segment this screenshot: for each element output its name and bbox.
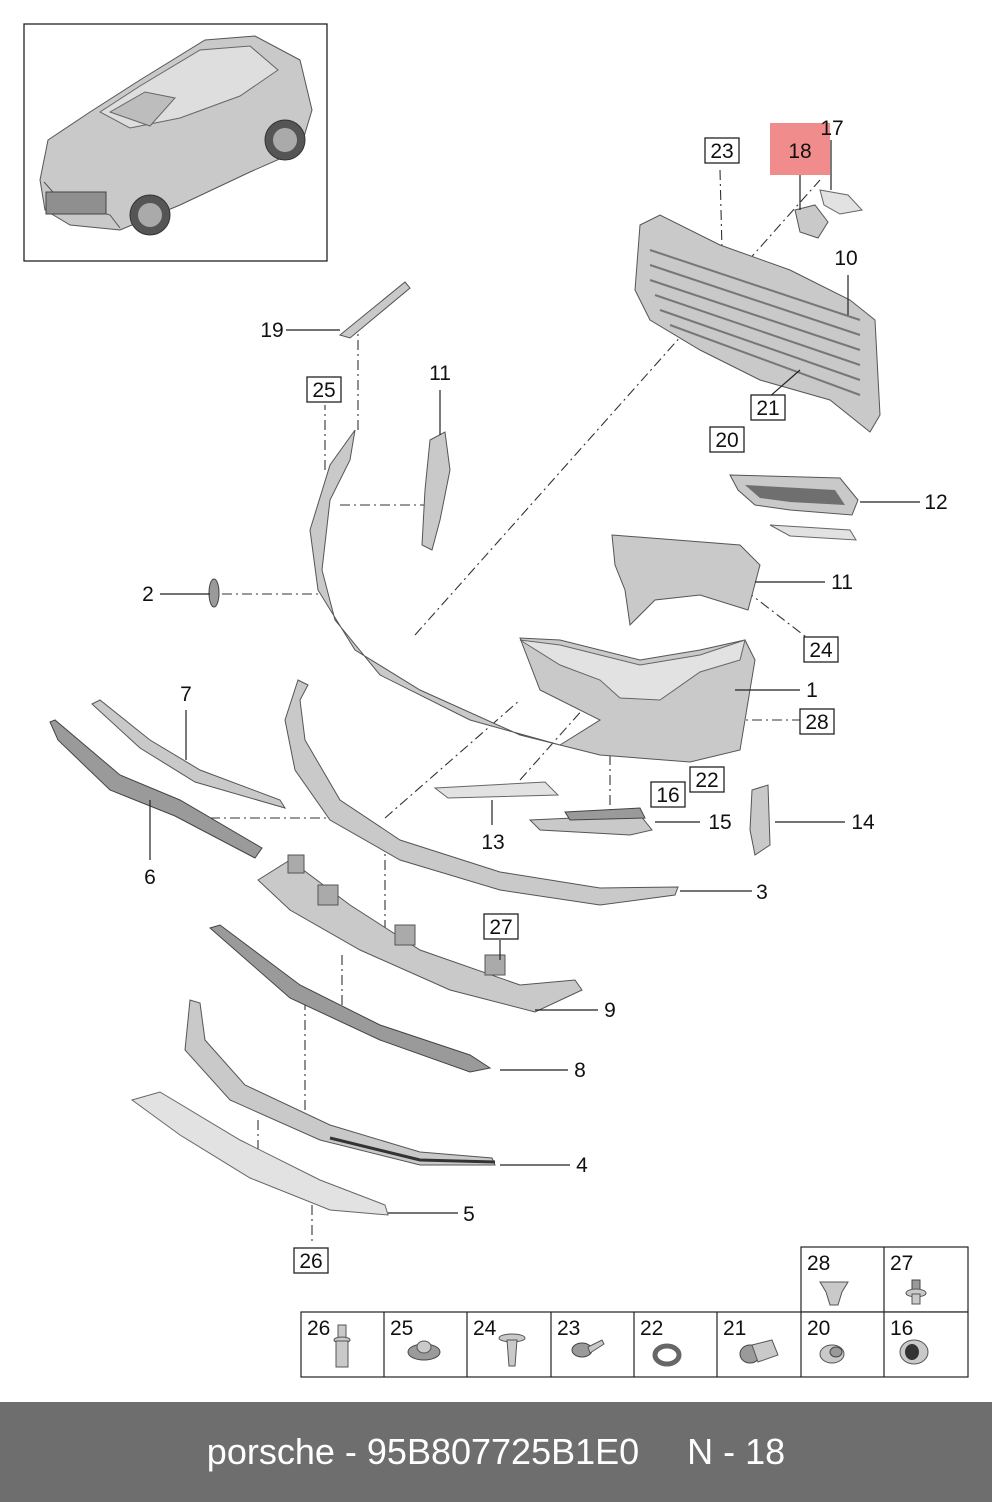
callout-26: 26 (299, 1250, 322, 1273)
callout-7: 7 (180, 683, 192, 706)
legend-label-23: 23 (557, 1317, 580, 1340)
spoiler-3 (284, 679, 679, 906)
expanding-rivet-26-icon (333, 1324, 351, 1368)
callout-20: 20 (715, 429, 738, 452)
fastener-legend: 28 27 26 25 24 23 22 21 20 16 (300, 1246, 969, 1378)
callout-14: 14 (851, 811, 875, 834)
sensor-20-icon (819, 1344, 845, 1364)
trim-strip-19 (338, 281, 411, 339)
legend-label-26: 26 (307, 1317, 330, 1340)
callout-16: 16 (656, 784, 679, 807)
callout-13: 13 (481, 831, 504, 854)
trim-8 (208, 924, 492, 1073)
legend-label-22: 22 (640, 1317, 663, 1340)
push-clip-24-icon (498, 1333, 526, 1367)
fog-surround-12 (729, 474, 859, 541)
callout-1: 1 (806, 679, 818, 702)
side-trim-14 (749, 784, 771, 856)
air-duct-11-right (611, 534, 761, 627)
callout-24: 24 (809, 639, 833, 662)
callout-5: 5 (463, 1203, 475, 1226)
callout-6: 6 (144, 866, 156, 889)
callout-2: 2 (142, 583, 154, 606)
callout-23: 23 (710, 140, 733, 163)
leader-lines (149, 140, 920, 1214)
lower-grille-6 (49, 719, 263, 859)
callout-18-highlight (770, 123, 830, 175)
legend-label-24: 24 (473, 1317, 497, 1340)
callout-labels: 23 18 17 10 19 25 11 21 20 12 2 11 24 1 … (142, 117, 948, 1273)
legend-label-21: 21 (723, 1317, 746, 1340)
radiator-grille (634, 214, 881, 433)
legend-label-27: 27 (890, 1252, 913, 1275)
sensor-21-icon (739, 1339, 779, 1364)
callout-4: 4 (576, 1154, 588, 1177)
callout-27: 27 (489, 916, 512, 939)
screw-23-icon (571, 1339, 605, 1358)
stud-27-icon (905, 1279, 927, 1305)
callout-17: 17 (820, 117, 843, 140)
callout-28: 28 (805, 711, 828, 734)
legend-label-16: 16 (890, 1317, 913, 1340)
callout-19: 19 (260, 319, 283, 342)
callout-12: 12 (924, 491, 947, 514)
callout-11-lower: 11 (831, 571, 853, 594)
vehicle-thumbnail (23, 23, 328, 262)
callout-11-upper: 11 (429, 362, 451, 385)
trim-13 (433, 781, 560, 799)
callout-25: 25 (312, 379, 335, 402)
legend-label-28: 28 (807, 1252, 830, 1275)
boxed-callouts (293, 137, 839, 1274)
air-guide-11-left (421, 431, 451, 551)
grille-bracket-18 (794, 204, 829, 239)
exploded-parts-diagram: 23 18 17 10 19 25 11 21 20 12 2 11 24 1 … (23, 23, 969, 1378)
legend-label-25: 25 (390, 1317, 413, 1340)
part-number-footer: porsche - 95B807725B1E0 N - 18 (0, 1402, 992, 1502)
callout-9: 9 (604, 999, 616, 1022)
callout-21: 21 (756, 397, 779, 420)
diagram-reference: N - 18 (687, 1431, 786, 1472)
underbody-5 (130, 1091, 389, 1216)
callout-22: 22 (695, 769, 718, 792)
callout-3: 3 (756, 881, 768, 904)
clip-28-icon (819, 1281, 849, 1306)
part-number: 95B807725B1E0 (366, 1431, 640, 1472)
callout-18: 18 (788, 140, 811, 163)
trim-7 (91, 699, 287, 809)
nut-25-icon (407, 1340, 441, 1361)
callout-15: 15 (708, 811, 731, 834)
brand-name: porsche (206, 1431, 335, 1472)
grommet-22-icon (652, 1343, 682, 1367)
grille-clip-17 (819, 189, 863, 215)
cap-2 (208, 578, 220, 608)
bumper-cover-1 (309, 429, 756, 763)
footer-dash: - (344, 1431, 357, 1472)
holder-16-icon (899, 1339, 929, 1365)
strip-15 (528, 807, 653, 836)
callout-8: 8 (574, 1059, 586, 1082)
legend-label-20: 20 (807, 1317, 830, 1340)
callout-10: 10 (834, 247, 857, 270)
trim-4 (184, 999, 496, 1166)
